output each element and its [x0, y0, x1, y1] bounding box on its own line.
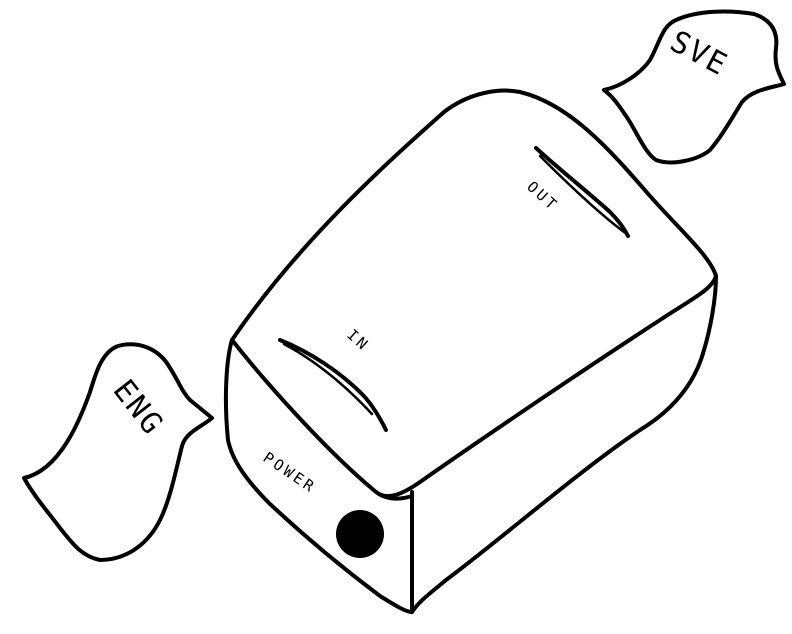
translator-device: IN OUT POWER: [226, 91, 716, 612]
eng-paper: ENG: [24, 344, 212, 560]
device-front-face: [226, 340, 412, 612]
power-label: POWER: [260, 448, 320, 497]
device-right-face: [412, 276, 716, 612]
device-top-face: [232, 91, 716, 496]
in-label: IN: [343, 326, 373, 355]
power-button[interactable]: [336, 510, 384, 558]
sve-paper: SVE: [604, 12, 784, 163]
out-label: OUT: [523, 178, 562, 216]
